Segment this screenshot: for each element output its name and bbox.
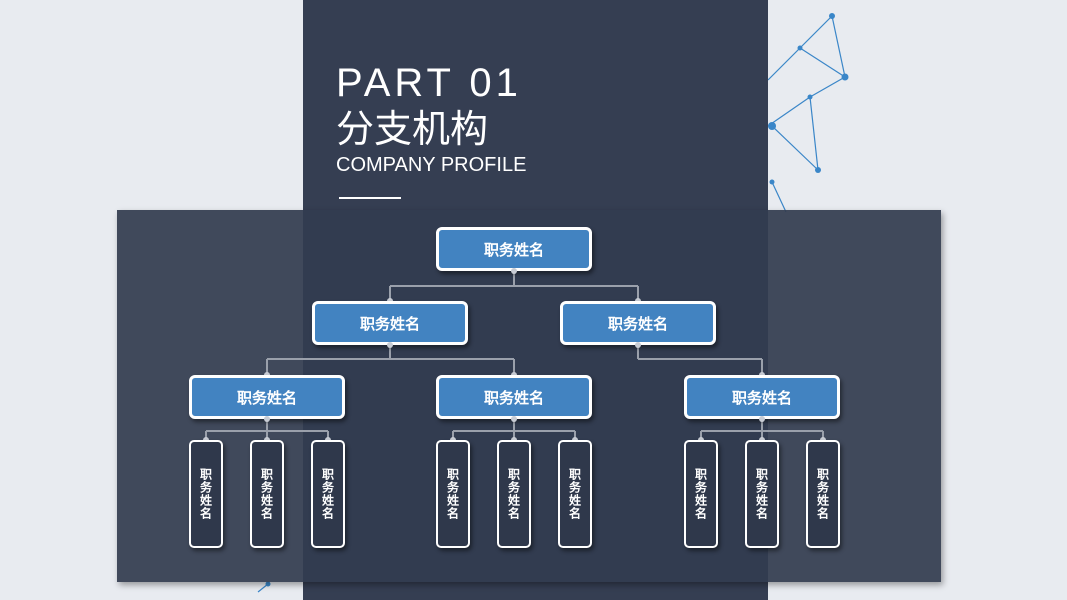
section-title: 分支机构 bbox=[336, 107, 489, 151]
connector-dot bbox=[264, 416, 270, 422]
org-node-level2: 职务姓名 bbox=[560, 301, 716, 345]
org-node-leaf: 职务姓名 bbox=[250, 440, 284, 548]
node-label: 职务姓名 bbox=[693, 468, 708, 520]
org-node-leaf: 职务姓名 bbox=[806, 440, 840, 548]
node-label: 职务姓名 bbox=[567, 468, 582, 520]
title-block: PART 01 分支机构 COMPANY PROFILE bbox=[336, 58, 526, 178]
node-label: 职务姓名 bbox=[483, 240, 544, 259]
org-node-leaf: 职务姓名 bbox=[684, 440, 718, 548]
node-label: 职务姓名 bbox=[198, 468, 213, 520]
org-node-leaf: 职务姓名 bbox=[436, 440, 470, 548]
org-node-level3: 职务姓名 bbox=[189, 375, 345, 419]
node-label: 职务姓名 bbox=[359, 314, 420, 333]
org-node-leaf: 职务姓名 bbox=[189, 440, 223, 548]
title-divider bbox=[339, 197, 401, 199]
connector-dot bbox=[511, 416, 517, 422]
org-node-leaf: 职务姓名 bbox=[311, 440, 345, 548]
org-node-level2: 职务姓名 bbox=[312, 301, 468, 345]
connector-dot bbox=[511, 268, 517, 274]
org-node-level3: 职务姓名 bbox=[684, 375, 840, 419]
org-node-leaf: 职务姓名 bbox=[745, 440, 779, 548]
node-label: 职务姓名 bbox=[754, 468, 769, 520]
node-label: 职务姓名 bbox=[506, 468, 521, 520]
node-label: 职务姓名 bbox=[445, 468, 460, 520]
org-node-leaf: 职务姓名 bbox=[558, 440, 592, 548]
node-label: 职务姓名 bbox=[259, 468, 274, 520]
node-label: 职务姓名 bbox=[320, 468, 335, 520]
node-label: 职务姓名 bbox=[815, 468, 830, 520]
connector-dot bbox=[635, 342, 641, 348]
node-label: 职务姓名 bbox=[731, 388, 792, 407]
org-node-level3: 职务姓名 bbox=[436, 375, 592, 419]
section-subtitle: COMPANY PROFILE bbox=[336, 154, 527, 176]
node-label: 职务姓名 bbox=[483, 388, 544, 407]
connector-dot bbox=[759, 416, 765, 422]
node-label: 职务姓名 bbox=[607, 314, 668, 333]
org-node-root: 职务姓名 bbox=[436, 227, 592, 271]
node-label: 职务姓名 bbox=[236, 388, 297, 407]
connector-dot bbox=[387, 342, 393, 348]
part-title: PART 01 bbox=[336, 61, 522, 105]
org-node-leaf: 职务姓名 bbox=[497, 440, 531, 548]
